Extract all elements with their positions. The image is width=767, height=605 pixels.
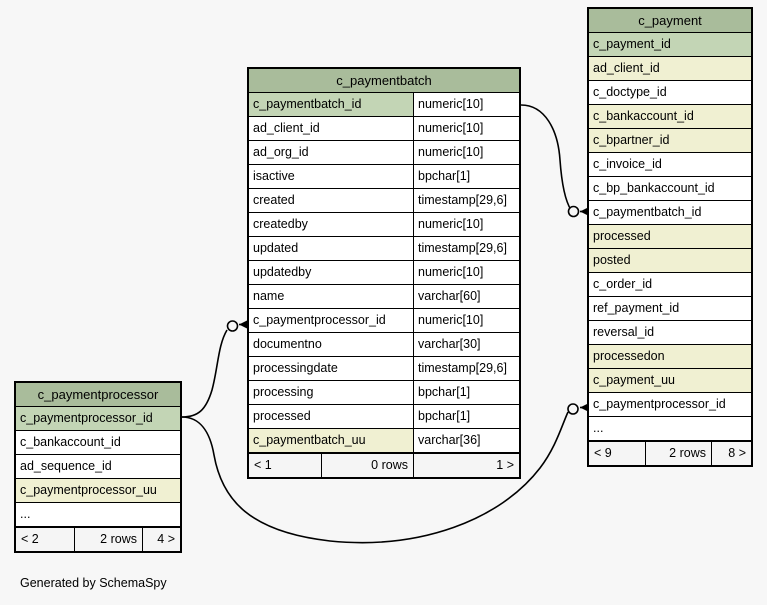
table-row[interactable]: c_bankaccount_id [589, 105, 751, 129]
table-row[interactable]: c_doctype_id [589, 81, 751, 105]
column-name: documentno [253, 337, 322, 352]
column-type: numeric[10] [413, 213, 519, 236]
row-count-label: 2 rows [74, 528, 142, 551]
table-row[interactable]: c_bp_bankaccount_id [589, 177, 751, 201]
next-page-button[interactable]: 4 > [142, 528, 180, 551]
table-title-c-paymentbatch: c_paymentbatch [249, 69, 519, 93]
table-row[interactable]: documentno varchar[30] [249, 333, 519, 357]
edge-paymentbatch-to-payment [520, 104, 593, 218]
table-row[interactable]: updated timestamp[29,6] [249, 237, 519, 261]
table-row[interactable]: c_bankaccount_id [16, 431, 180, 455]
table-row[interactable]: processing bpchar[1] [249, 381, 519, 405]
column-type: numeric[10] [413, 93, 519, 116]
column-type: varchar[60] [413, 285, 519, 308]
column-name: isactive [253, 169, 295, 184]
table-row[interactable]: ad_client_id [589, 57, 751, 81]
table-row[interactable]: processed [589, 225, 751, 249]
table-row[interactable]: c_bpartner_id [589, 129, 751, 153]
next-page-button[interactable]: 1 > [413, 454, 519, 477]
column-type: bpchar[1] [413, 165, 519, 188]
column-type: bpchar[1] [413, 381, 519, 404]
table-row[interactable]: processed bpchar[1] [249, 405, 519, 429]
table-row[interactable]: createdby numeric[10] [249, 213, 519, 237]
column-name: updated [253, 241, 299, 256]
table-row[interactable]: created timestamp[29,6] [249, 189, 519, 213]
column-name: created [253, 193, 295, 208]
table-row[interactable]: c_payment_uu [589, 369, 751, 393]
table-row[interactable]: c_paymentprocessor_id numeric[10] [249, 309, 519, 333]
column-name: ad_org_id [253, 145, 309, 160]
column-type: numeric[10] [413, 141, 519, 164]
column-name: processed [253, 409, 311, 424]
next-page-button[interactable]: 8 > [711, 442, 751, 465]
prev-page-button[interactable]: < 1 [254, 458, 272, 473]
prev-page-button[interactable]: < 2 [21, 532, 39, 547]
table-row[interactable]: processedon [589, 345, 751, 369]
table-row[interactable]: posted [589, 249, 751, 273]
column-name: updatedby [253, 265, 312, 280]
column-name: c_paymentbatch_id [249, 93, 413, 116]
edge-paymentprocessor-to-paymentbatch [181, 318, 252, 418]
table-row[interactable]: reversal_id [589, 321, 751, 345]
table-c-paymentbatch[interactable]: c_paymentbatch c_paymentbatch_id numeric… [247, 67, 521, 479]
prev-page-button[interactable]: < 9 [594, 446, 612, 461]
column-name: ad_client_id [253, 121, 320, 136]
column-type: bpchar[1] [413, 405, 519, 428]
table-footer-c-paymentprocessor: < 2 2 rows 4 > [16, 527, 180, 551]
row-count-label: 0 rows [321, 454, 413, 477]
table-row[interactable]: c_payment_id [589, 33, 751, 57]
table-row-more: ... [589, 417, 751, 441]
table-row[interactable]: isactive bpchar[1] [249, 165, 519, 189]
table-row[interactable]: c_paymentbatch_id numeric[10] [249, 93, 519, 117]
column-name: processing [253, 385, 314, 400]
table-row[interactable]: ref_payment_id [589, 297, 751, 321]
generated-by-label: Generated by SchemaSpy [20, 576, 167, 590]
table-row[interactable]: c_paymentprocessor_id [589, 393, 751, 417]
column-type: numeric[10] [413, 117, 519, 140]
column-type: timestamp[29,6] [413, 357, 519, 380]
table-title-c-paymentprocessor: c_paymentprocessor [16, 383, 180, 407]
column-name: processingdate [253, 361, 338, 376]
table-row[interactable]: updatedby numeric[10] [249, 261, 519, 285]
table-footer-c-payment: < 9 2 rows 8 > [589, 441, 751, 465]
row-count-label: 2 rows [645, 442, 711, 465]
column-name: name [253, 289, 285, 304]
table-row[interactable]: c_invoice_id [589, 153, 751, 177]
table-row[interactable]: ad_client_id numeric[10] [249, 117, 519, 141]
column-name: createdby [253, 217, 308, 232]
table-row[interactable]: processingdate timestamp[29,6] [249, 357, 519, 381]
table-row[interactable]: ad_org_id numeric[10] [249, 141, 519, 165]
table-c-paymentprocessor[interactable]: c_paymentprocessor c_paymentprocessor_id… [14, 381, 182, 553]
table-row[interactable]: c_paymentprocessor_id [16, 407, 180, 431]
column-type: timestamp[29,6] [413, 237, 519, 260]
column-type: numeric[10] [413, 309, 519, 332]
table-row[interactable]: c_paymentbatch_uu varchar[36] [249, 429, 519, 453]
column-type: numeric[10] [413, 261, 519, 284]
table-row[interactable]: c_paymentprocessor_uu [16, 479, 180, 503]
column-type: varchar[30] [413, 333, 519, 356]
table-row[interactable]: c_order_id [589, 273, 751, 297]
table-row[interactable]: c_paymentbatch_id [589, 201, 751, 225]
table-title-c-payment: c_payment [589, 9, 751, 33]
column-name: c_paymentprocessor_id [253, 313, 386, 328]
column-type: varchar[36] [413, 429, 519, 452]
column-type: timestamp[29,6] [413, 189, 519, 212]
table-row[interactable]: name varchar[60] [249, 285, 519, 309]
table-footer-c-paymentbatch: < 1 0 rows 1 > [249, 453, 519, 477]
table-row[interactable]: ad_sequence_id [16, 455, 180, 479]
column-name: c_paymentbatch_uu [249, 429, 413, 452]
table-c-payment[interactable]: c_payment c_payment_id ad_client_id c_do… [587, 7, 753, 467]
table-row-more: ... [16, 503, 180, 527]
